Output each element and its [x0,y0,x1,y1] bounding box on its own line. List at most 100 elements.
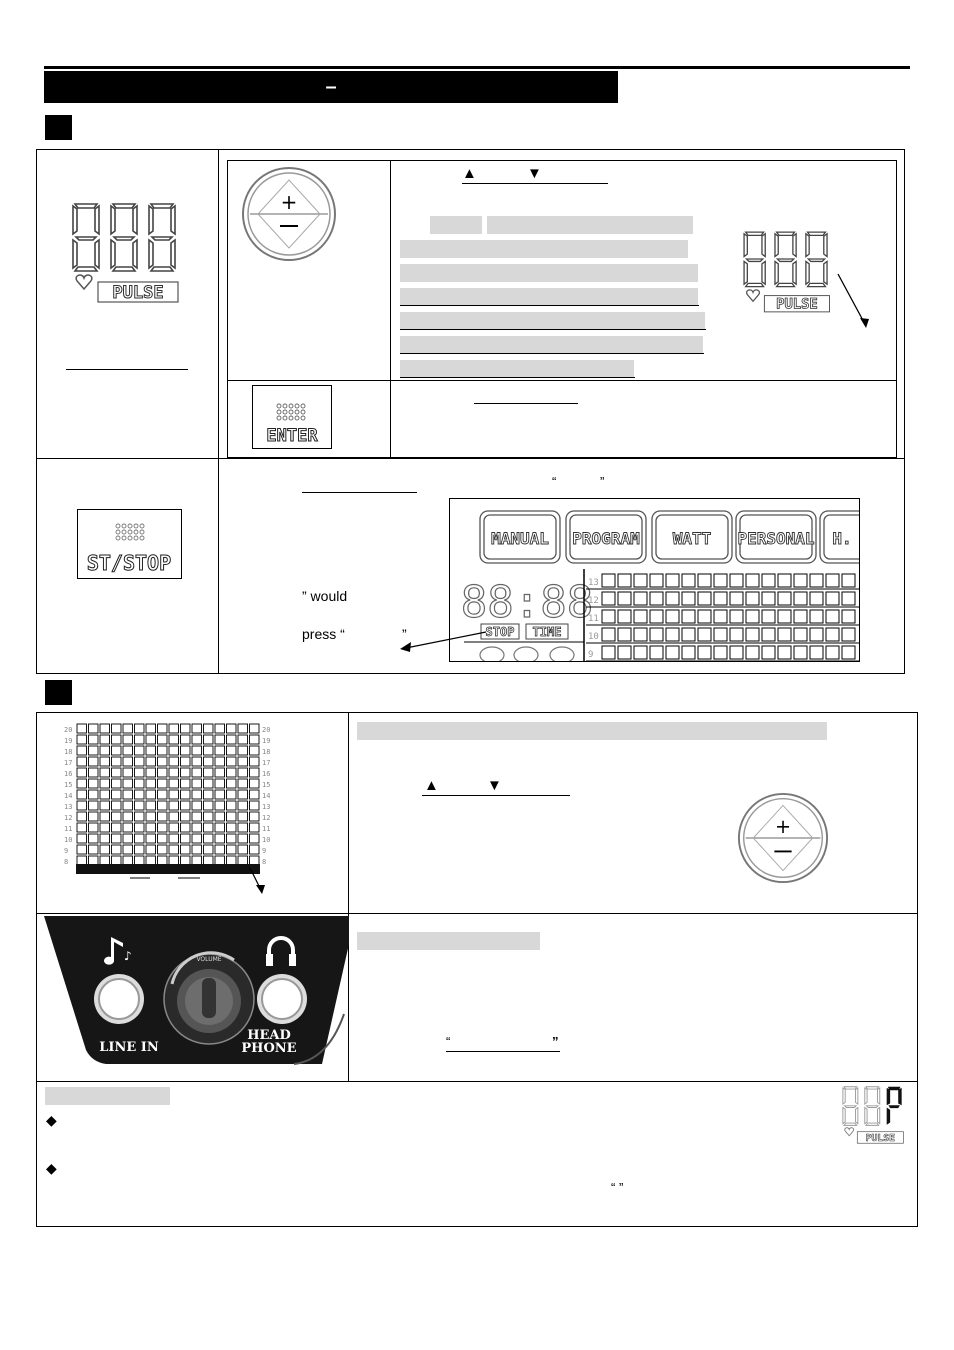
section1-marker [45,115,72,140]
bullet-1: ◆ [46,1112,57,1128]
matrix-cell [145,800,156,811]
matrix-cell [237,734,248,745]
lcd-tab-program: PROGRAM [572,529,639,548]
matrix-row-number-right: 19 [262,737,270,745]
lcd-grid-cell [601,591,616,606]
matrix-cell [157,800,168,811]
matrix-cell [226,723,237,734]
matrix-cell [180,745,191,756]
matrix-row-number: 12 [64,814,72,822]
matrix-cell [191,756,202,767]
matrix-cell [111,756,122,767]
section1-row-divider [36,458,905,459]
matrix-cell [76,800,87,811]
underline-5 [400,329,706,330]
plus-minus-dial-icon-2[interactable]: + [736,792,830,884]
matrix-cell [203,811,214,822]
matrix-cell [134,822,145,833]
matrix-cell [249,855,260,866]
enter-button[interactable]: ENTER [252,385,332,449]
plus-minus-dial-icon[interactable]: + [240,166,338,262]
matrix-cell [76,767,87,778]
matrix-row-number-right: 13 [262,803,270,811]
matrix-cell [99,811,110,822]
lcd-grid-cell [761,591,776,606]
matrix-cell [180,800,191,811]
matrix-cell [134,789,145,800]
matrix-cell [168,789,179,800]
arrows-underline [462,183,608,184]
matrix-cell [122,778,133,789]
lcd-grid-cell [777,609,792,624]
matrix-cell [122,789,133,800]
matrix-cell [203,767,214,778]
matrix-row-number-right: 10 [262,836,270,844]
lcd-grid-cell [745,609,760,624]
matrix-cell [226,855,237,866]
lcd-grid-cell [681,609,696,624]
lcd-grid-cell [729,609,744,624]
would-text: ” would [302,588,348,604]
matrix-cell [99,833,110,844]
lcd-grid-cell [633,645,648,660]
matrix-cell [99,800,110,811]
lcd-tab-h: H. [832,529,851,548]
matrix-cell [226,844,237,855]
matrix-cell [237,778,248,789]
matrix-cell [134,778,145,789]
gray-highlight-4 [400,288,698,305]
pulse-display-small-icon: PULSE [743,231,830,313]
lcd-grid-cell [809,573,824,588]
lcd-row-number: 11 [588,614,599,624]
matrix-cell [249,723,260,734]
line-in-label: LINE IN [99,1040,159,1055]
matrix-cell [203,778,214,789]
pointer-arrow-3 [249,867,265,894]
matrix-cell [249,778,260,789]
matrix-cell [76,723,87,734]
matrix-cell [191,822,202,833]
lcd-grid-cell [761,645,776,660]
matrix-cell [122,745,133,756]
matrix-row-number: 14 [64,792,72,800]
matrix-cell [134,745,145,756]
matrix-cell [168,811,179,822]
matrix-cell [168,800,179,811]
matrix-cell [214,855,225,866]
matrix-cell [76,756,87,767]
lcd-grid-cell [633,627,648,642]
matrix-cell [180,833,191,844]
lcd-grid-cell [777,627,792,642]
notes-gray-heading [45,1087,170,1105]
lcd-grid-cell [617,573,632,588]
svg-text:+: + [281,190,298,214]
matrix-cell [214,734,225,745]
start-stop-button[interactable]: ST/STOP [77,509,182,579]
matrix-cell [203,789,214,800]
lcd-grid-cell [617,609,632,624]
matrix-cell [249,745,260,756]
matrix-cell [249,800,260,811]
matrix-cell [99,778,110,789]
matrix-cell [157,789,168,800]
lcd-grid-cell [697,609,712,624]
section1-col-divider [218,149,219,674]
lcd-grid-cell [825,591,840,606]
matrix-cell [249,844,260,855]
lcd-grid-cell [681,627,696,642]
lcd-grid-cell [777,645,792,660]
enter-label: ENTER [266,426,318,446]
matrix-row-number: 10 [64,836,72,844]
matrix-cell [191,789,202,800]
notes-quote-pair: “ ” [611,1180,624,1195]
matrix-cell [134,756,145,767]
matrix-cell [157,811,168,822]
lcd-grid-cell [713,573,728,588]
pulse-label-small: PULSE [776,297,818,313]
quote-close-1: ” [600,474,605,489]
matrix-cell [157,734,168,745]
matrix-cell [249,833,260,844]
lcd-grid-cell [809,627,824,642]
matrix-cell [111,745,122,756]
